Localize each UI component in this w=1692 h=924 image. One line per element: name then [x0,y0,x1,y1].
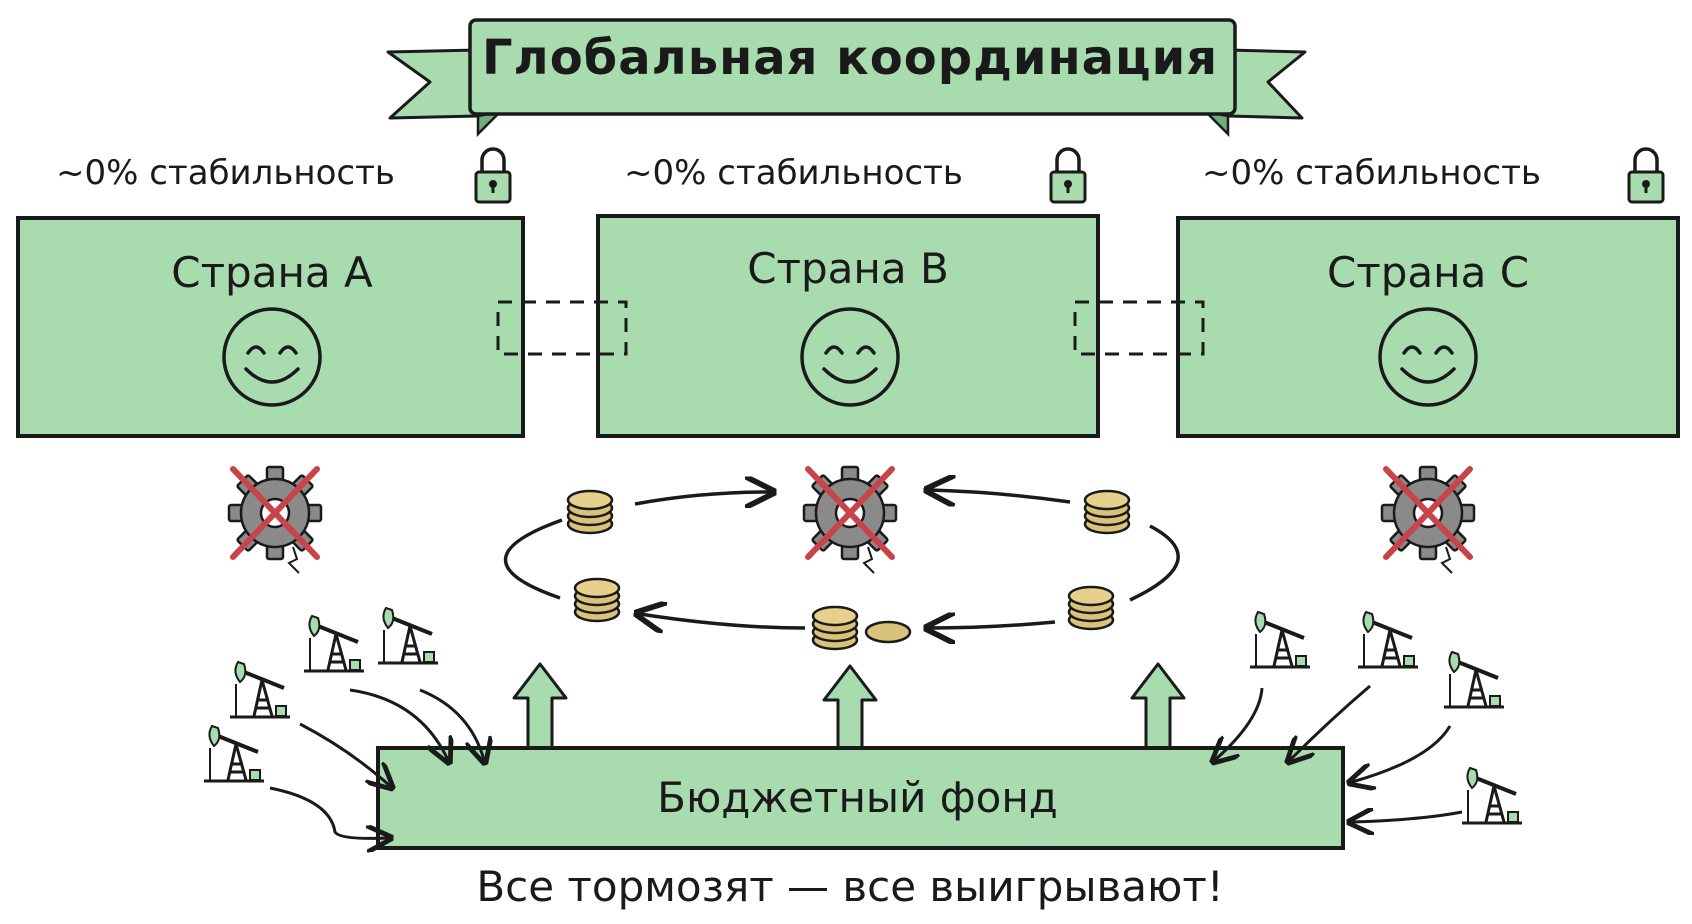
country-name-b: Страна В [747,244,949,293]
coin-stack-icon [1083,489,1131,535]
coin-icon [864,620,912,644]
oil-pump-icon [302,614,366,673]
up-arrow-icon [1130,662,1186,762]
lock-icon [474,147,512,204]
stability-label-c: ~0% стабильность [1202,153,1541,193]
pump-inflow-arrows-left [269,688,484,838]
up-arrow-icon [512,662,568,762]
smiley-icon [222,307,322,407]
oil-pump-icon [1442,650,1506,709]
coin-stack-icon [573,577,621,623]
coin-stack-icon [1067,585,1115,631]
pump-inflow-arrows-right [1215,684,1463,822]
coin-stack-icon [811,605,859,651]
lock-icon [1627,147,1665,204]
title-banner [386,18,1307,138]
country-name-c: Страна С [1326,248,1530,297]
oil-pump-icon [1356,610,1420,669]
smiley-icon [1378,307,1478,407]
oil-pump-icon [376,606,440,665]
oil-pump-icon [202,724,266,783]
stability-label-b: ~0% стабильность [624,153,963,193]
smiley-icon [800,307,900,407]
oil-pump-icon [228,660,292,719]
stability-label-a: ~0% стабильность [56,153,395,193]
connector-b-c [1073,300,1205,356]
oil-pump-icon [1460,766,1524,825]
connector-a-b [496,300,628,356]
page-title: Глобальная координация [481,30,1219,86]
money-flow-cycle [503,490,1180,628]
oil-pump-icon [1248,610,1312,669]
budget-fund-label: Бюджетный фонд [657,773,1058,822]
coin-stack-icon [566,489,614,535]
budget-fund-box [376,746,1345,850]
slogan: Все тормозят — все выигрывают! [476,862,1224,911]
country-name-a: Страна А [171,248,373,297]
lock-icon [1049,147,1087,204]
